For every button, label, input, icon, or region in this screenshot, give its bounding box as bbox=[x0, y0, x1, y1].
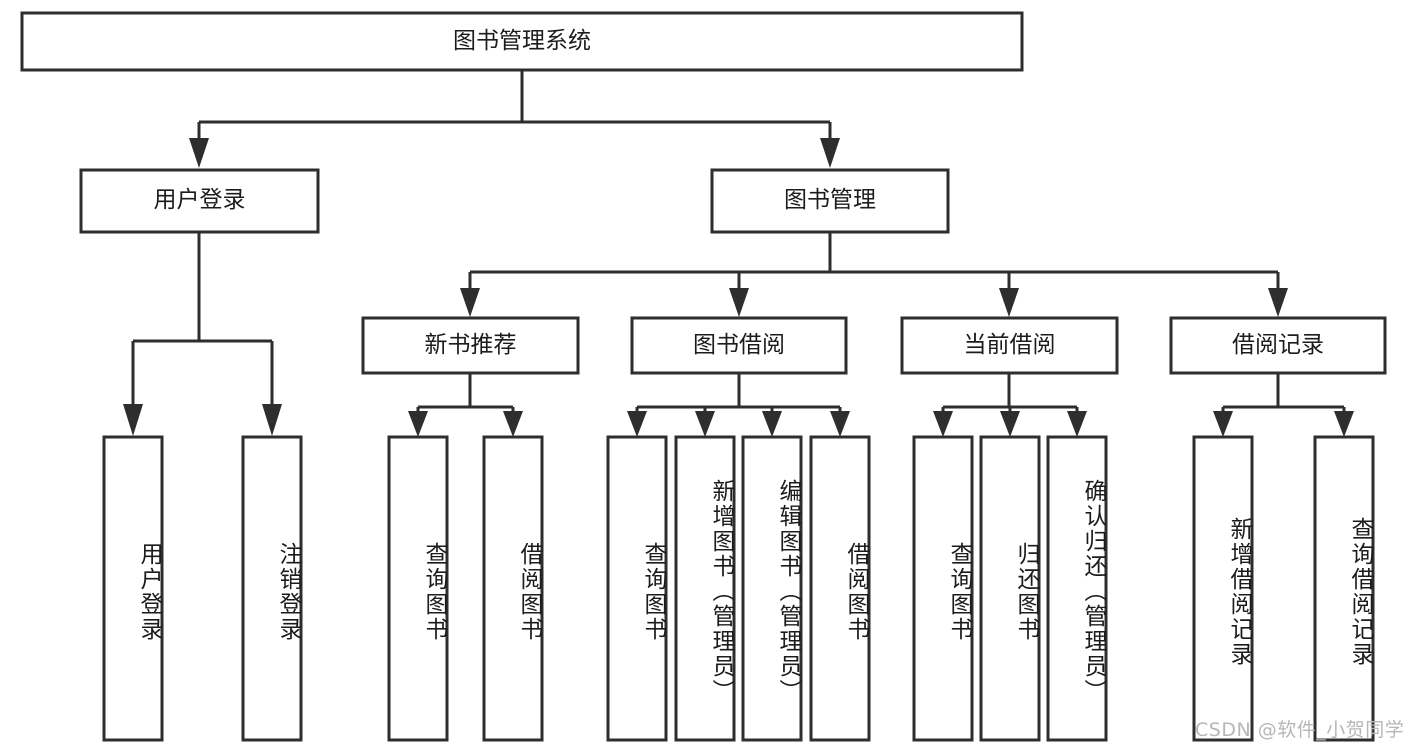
node-borrow-record-box[interactable] bbox=[1169, 316, 1387, 375]
arrow-to-current-borrow bbox=[999, 288, 1019, 317]
arrow-to-new-book bbox=[460, 288, 480, 317]
arrow-to-book-borrow bbox=[729, 288, 749, 317]
node-book-borrow-box[interactable] bbox=[630, 316, 848, 375]
arrow-to-leaf-book-borrow-2 bbox=[695, 411, 715, 437]
node-root-box[interactable] bbox=[20, 11, 1024, 72]
leaf-box-book-borrow-4[interactable] bbox=[809, 435, 871, 742]
arrow-to-leaf-new-book-1 bbox=[408, 411, 428, 437]
node-user-login-box[interactable] bbox=[79, 168, 320, 234]
arrow-to-leaf-borrow-record-1 bbox=[1213, 411, 1233, 437]
arrow-to-leaf-book-borrow-1 bbox=[627, 411, 647, 437]
arrow-to-leaf-user-login-2 bbox=[262, 404, 282, 436]
node-book-mgmt-box[interactable] bbox=[710, 168, 950, 234]
arrow-to-leaf-borrow-record-2 bbox=[1334, 411, 1354, 437]
leaf-box-user-login-2[interactable] bbox=[241, 435, 303, 742]
arrow-to-leaf-current-borrow-2 bbox=[1000, 411, 1020, 437]
arrow-to-user-login bbox=[189, 138, 209, 168]
arrow-to-leaf-user-login-1 bbox=[123, 404, 143, 436]
arrow-to-leaf-new-book-2 bbox=[503, 411, 523, 437]
arrow-to-leaf-book-borrow-3 bbox=[762, 411, 782, 437]
leaf-box-current-borrow-3[interactable] bbox=[1046, 435, 1108, 742]
arrow-to-book-mgmt bbox=[820, 138, 840, 168]
node-current-borrow-box[interactable] bbox=[900, 316, 1119, 375]
leaf-box-book-borrow-2[interactable] bbox=[674, 435, 736, 742]
leaf-box-new-book-1[interactable] bbox=[387, 435, 449, 742]
leaf-box-book-borrow-1[interactable] bbox=[606, 435, 668, 742]
leaf-box-current-borrow-1[interactable] bbox=[912, 435, 974, 742]
arrow-to-borrow-record bbox=[1268, 288, 1288, 317]
leaf-box-borrow-record-2[interactable] bbox=[1313, 435, 1375, 742]
arrow-to-leaf-current-borrow-1 bbox=[933, 411, 953, 437]
node-new-book-box[interactable] bbox=[361, 316, 580, 375]
leaf-box-current-borrow-2[interactable] bbox=[979, 435, 1041, 742]
leaf-box-new-book-2[interactable] bbox=[482, 435, 544, 742]
arrow-to-leaf-current-borrow-3 bbox=[1067, 411, 1087, 437]
leaf-box-user-login-1[interactable] bbox=[102, 435, 164, 742]
arrow-to-leaf-book-borrow-4 bbox=[830, 411, 850, 437]
leaf-box-borrow-record-1[interactable] bbox=[1192, 435, 1254, 742]
leaf-box-book-borrow-3[interactable] bbox=[741, 435, 803, 742]
